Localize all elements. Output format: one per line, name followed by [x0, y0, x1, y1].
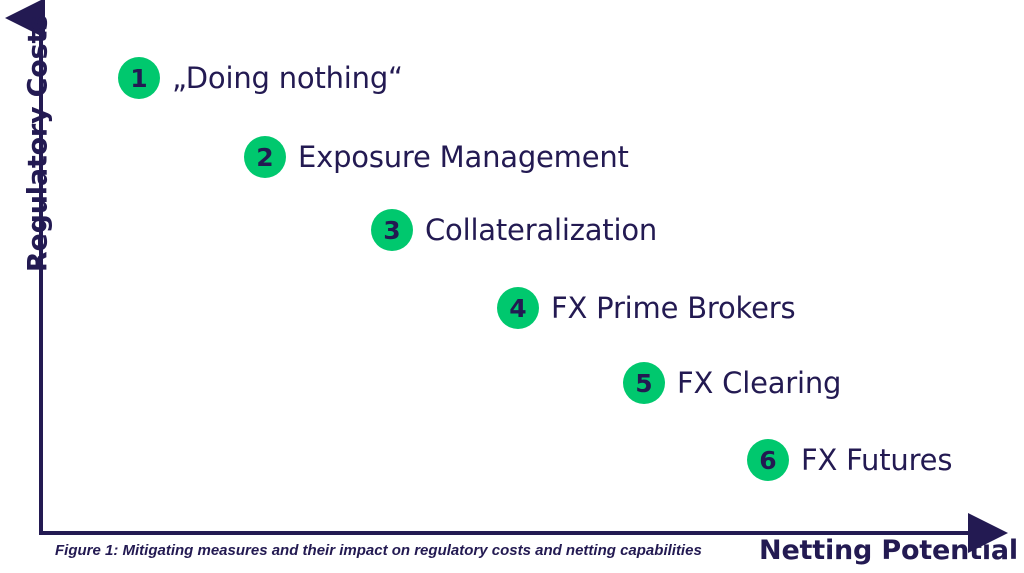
x-axis-title: Netting Potential [759, 535, 1018, 566]
data-point-label: FX Prime Brokers [551, 291, 796, 325]
data-point-label: FX Futures [801, 443, 953, 477]
data-point-marker: 1 [118, 57, 160, 99]
data-point-1[interactable]: 1 „Doing nothing“ [118, 57, 403, 99]
data-point-marker: 3 [371, 209, 413, 251]
data-point-2[interactable]: 2 Exposure Management [244, 136, 629, 178]
data-point-label: „Doing nothing“ [172, 61, 403, 95]
data-point-3[interactable]: 3 Collateralization [371, 209, 657, 251]
data-point-label: Collateralization [425, 213, 658, 247]
figure-caption: Figure 1: Mitigating measures and their … [55, 542, 702, 559]
data-point-6[interactable]: 6 FX Futures [747, 439, 952, 481]
data-point-marker: 4 [497, 287, 539, 329]
data-point-label: FX Clearing [677, 366, 842, 400]
data-point-label: Exposure Management [298, 140, 629, 174]
data-point-4[interactable]: 4 FX Prime Brokers [497, 287, 796, 329]
data-point-marker: 2 [244, 136, 286, 178]
data-point-5[interactable]: 5 FX Clearing [623, 362, 841, 404]
y-axis-title: Regulatory Costs [22, 14, 54, 273]
data-point-marker: 5 [623, 362, 665, 404]
data-point-marker: 6 [747, 439, 789, 481]
